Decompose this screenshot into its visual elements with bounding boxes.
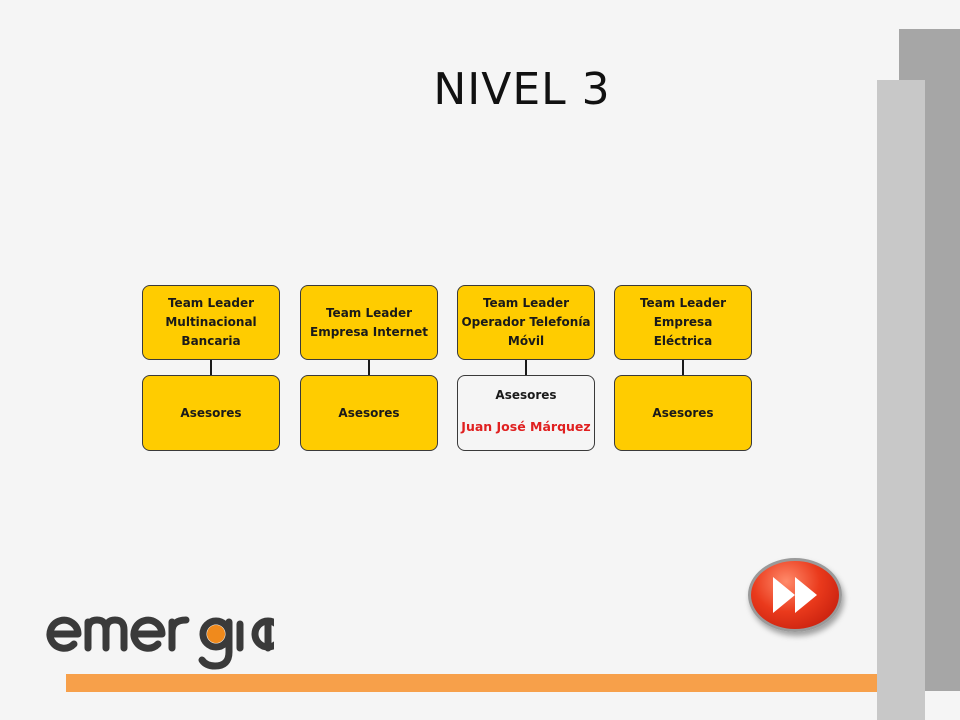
leader-box-operador-telefonia-movil: Team Leader Operador Telefonía Móvil: [457, 285, 595, 360]
leader-line: Empresa Internet: [310, 324, 428, 339]
emergia-logo: [46, 616, 274, 670]
team-box-asesores: Asesores: [142, 375, 280, 451]
connector-line: [682, 360, 684, 375]
leader-box-empresa-internet: Team Leader Empresa Internet: [300, 285, 438, 360]
team-label: Asesores: [180, 405, 242, 420]
connector-line: [525, 360, 527, 375]
leader-box-multinacional-bancaria: Team Leader Multinacional Bancaria: [142, 285, 280, 360]
leader-line: Empresa: [653, 315, 713, 329]
team-member-name: Juan José Márquez: [461, 419, 591, 434]
leader-line: Multinacional: [165, 315, 257, 329]
leader-line: Team Leader: [482, 296, 570, 310]
leader-line: Bancaria: [181, 334, 241, 348]
next-slide-button[interactable]: [748, 558, 842, 632]
leader-line: Team Leader: [639, 296, 727, 310]
team-box-asesores: Asesores: [300, 375, 438, 451]
leader-line: Operador Telefonía: [461, 315, 591, 329]
title-container: NIVEL 3: [0, 64, 960, 115]
team-label: Asesores: [495, 388, 557, 402]
slide-title: NIVEL 3: [433, 64, 611, 115]
connector-line: [368, 360, 370, 375]
team-label: Asesores: [652, 405, 714, 420]
leader-line: Móvil: [507, 334, 545, 348]
leader-line: Eléctrica: [653, 334, 713, 348]
footer-accent-bar: [66, 674, 877, 692]
side-bar-light: [877, 80, 925, 720]
leader-box-empresa-electrica: Team Leader Empresa Eléctrica: [614, 285, 752, 360]
fast-forward-icon: [773, 577, 817, 613]
team-label: Asesores: [338, 405, 400, 420]
team-box-asesores-highlighted: Asesores Juan José Márquez: [457, 375, 595, 451]
connector-line: [210, 360, 212, 375]
leader-line: Team Leader: [325, 305, 413, 320]
leader-line: Team Leader: [167, 296, 255, 310]
team-box-asesores: Asesores: [614, 375, 752, 451]
